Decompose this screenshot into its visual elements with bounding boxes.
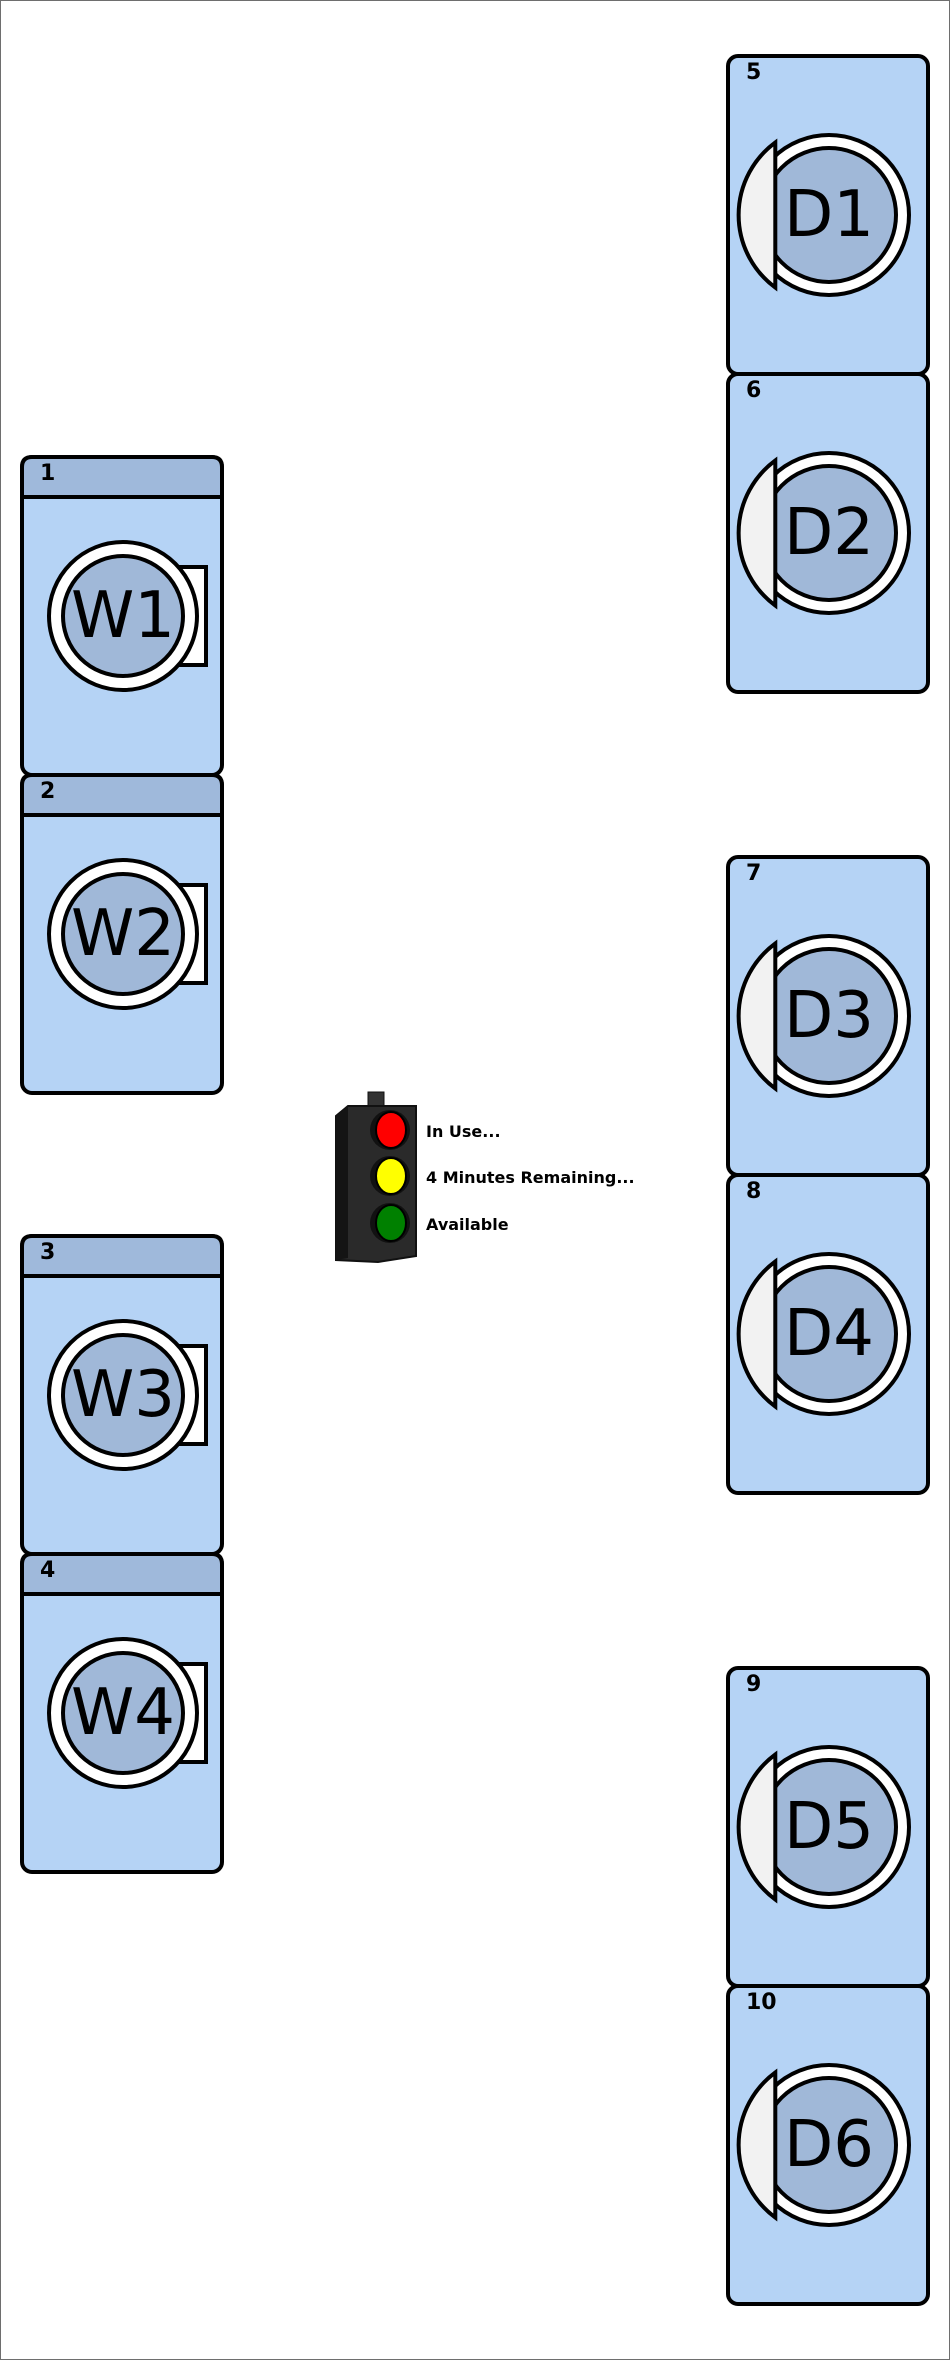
washer-icon [20,1234,224,1556]
washer-3[interactable]: 3 W3 [20,1234,226,1556]
machine-number: 10 [746,1990,777,2015]
green-light [375,1204,407,1242]
dryer-icon [726,1984,930,2306]
machine-label: D6 [784,2108,874,2182]
dryer-3[interactable]: 7 D3 [726,855,932,1177]
dryer-5[interactable]: 9 D5 [726,1666,932,1988]
machine-label: W3 [71,1358,175,1432]
machine-number: 7 [746,861,762,886]
legend-label-minutes-remaining: 4 Minutes Remaining... [426,1168,635,1187]
yellow-light [375,1157,407,1195]
machine-number: 6 [746,378,762,403]
dryer-1[interactable]: 5 D1 [726,54,932,376]
washer-4[interactable]: 4 W4 [20,1552,226,1874]
machine-number: 2 [40,779,56,804]
dryer-icon [726,855,930,1177]
machine-label: D2 [784,496,874,570]
dryer-2[interactable]: 6 D2 [726,372,932,694]
machine-label: D4 [784,1297,874,1371]
dryer-icon [726,1173,930,1495]
dryer-icon [726,372,930,694]
machine-number: 5 [746,60,762,85]
washer-2[interactable]: 2 W2 [20,773,226,1095]
machine-number: 8 [746,1179,762,1204]
dryer-icon [726,54,930,376]
legend-label-in-use: In Use... [426,1122,501,1141]
machine-label: D1 [784,178,874,252]
machine-number: 1 [40,461,56,486]
machine-label: W1 [71,579,175,653]
washer-icon [20,773,224,1095]
machine-label: D3 [784,979,874,1053]
washer-1[interactable]: 1 W1 [20,455,226,777]
dryer-4[interactable]: 8 D4 [726,1173,932,1495]
legend-label-available: Available [426,1215,509,1234]
machine-number: 3 [40,1240,56,1265]
status-legend: In Use... 4 Minutes Remaining... Availab… [334,1090,654,1270]
machine-label: W4 [71,1676,175,1750]
red-light [375,1111,407,1149]
machine-number: 9 [746,1672,762,1697]
washer-icon [20,455,224,777]
traffic-light-icon [335,1091,417,1264]
machine-label: W2 [71,897,175,971]
dryer-icon [726,1666,930,1988]
dryer-6[interactable]: 10 D6 [726,1984,932,2306]
machine-label: D5 [784,1790,874,1864]
machine-number: 4 [40,1558,56,1583]
washer-icon [20,1552,224,1874]
